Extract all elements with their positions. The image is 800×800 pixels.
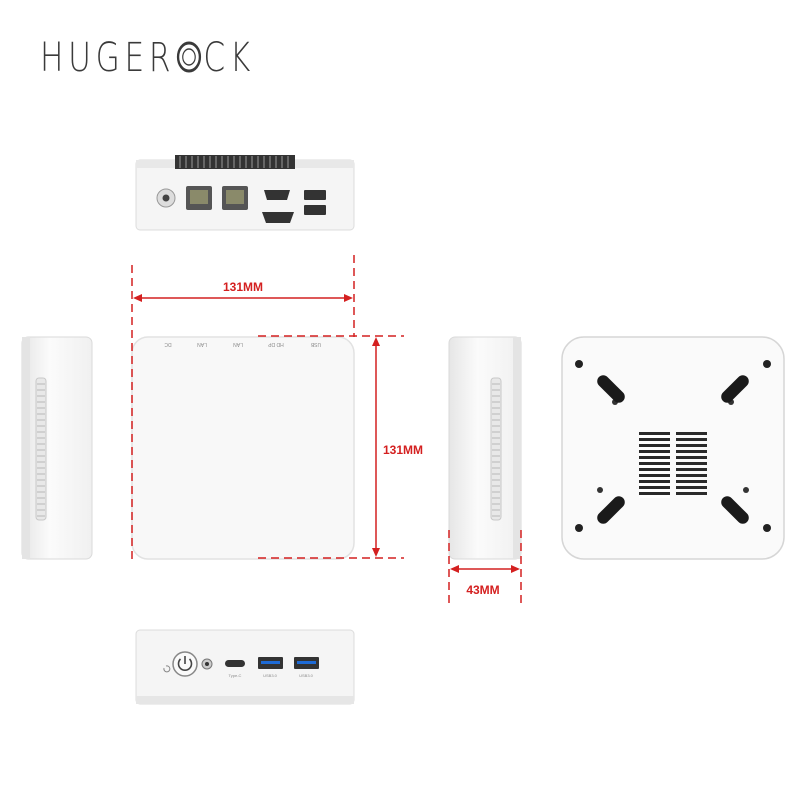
front-port-label-usb3-1: USB3.0 [263, 673, 278, 678]
brand-name-prefix: HUGER [40, 35, 176, 81]
brand-name-suffix: CK [203, 35, 255, 81]
screw-hole-2-icon [763, 360, 771, 368]
right-side-view [448, 336, 522, 560]
right-side-body [448, 336, 522, 560]
usb-port-rear-1-icon [304, 190, 326, 200]
usb-c-port-icon [225, 660, 245, 667]
dp-port-icon [262, 212, 294, 223]
top-lid [131, 336, 355, 560]
height-label: 43MM [466, 583, 499, 597]
depth-label: 131MM [383, 443, 423, 457]
led-indicator-icon [163, 665, 171, 673]
height-arrow-left-icon [450, 565, 459, 573]
depth-arrow-down-icon [372, 548, 380, 557]
rubber-foot-4-icon [721, 496, 749, 524]
bottom-vent-right-icon [676, 432, 707, 495]
width-arrow-right-icon [344, 294, 353, 302]
width-label: 131MM [223, 280, 263, 294]
screw-hole-4-icon [763, 524, 771, 532]
hdmi-port-icon [264, 190, 290, 200]
usb-port-rear-2-icon [304, 205, 326, 215]
rear-view [135, 155, 355, 231]
screw-hole-1-icon [575, 360, 583, 368]
top-port-label-lan-1: LAN [197, 341, 207, 347]
top-port-label-hd-dp: HD DP [268, 341, 284, 347]
brand-o-ring-icon [175, 35, 203, 81]
top-port-label-usb: USB [310, 341, 321, 347]
rubber-foot-3-icon [597, 496, 625, 524]
front-port-label-type-c: Type-C [229, 673, 242, 678]
bottom-vent-left-icon [639, 432, 670, 498]
screw-hole-3-icon [575, 524, 583, 532]
brand-wordmark: HUGER CK [40, 35, 255, 81]
top-port-label-dc: DC [164, 341, 172, 347]
brand-logo: HUGER CK [40, 32, 316, 84]
depth-arrow-up-icon [372, 337, 380, 346]
front-port-label-usb3-2: USB3.0 [299, 673, 314, 678]
front-view: Type-C USB3.0 USB3.0 [135, 629, 355, 705]
top-port-label-lan-2: LAN [233, 341, 243, 347]
bottom-view [561, 336, 785, 560]
top-view: DC LAN LAN HD DP USB [131, 336, 355, 560]
rear-vent-grille [175, 155, 295, 169]
right-side-vent-icon [490, 377, 502, 521]
bottom-plate [561, 336, 785, 560]
rubber-foot-2-icon [721, 375, 749, 403]
height-arrow-right-icon [511, 565, 520, 573]
width-arrow-left-icon [133, 294, 142, 302]
left-side-view [21, 336, 93, 560]
front-bottom-edge [136, 696, 354, 704]
left-side-body [21, 336, 93, 560]
depth-dimension: 131MM [258, 335, 423, 559]
left-side-vent-icon [35, 377, 47, 521]
width-dimension: 131MM [131, 255, 355, 560]
rubber-foot-1-icon [597, 375, 625, 403]
height-dimension: 43MM [448, 530, 522, 605]
